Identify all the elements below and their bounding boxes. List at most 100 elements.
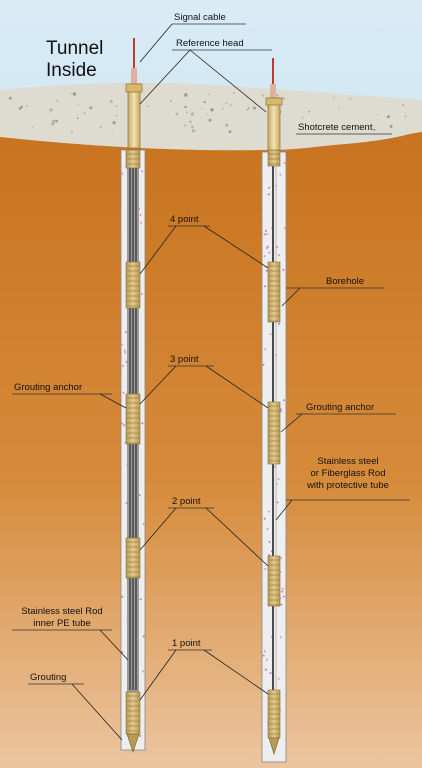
grout-dot xyxy=(279,636,282,639)
shotcrete-speck xyxy=(201,108,203,110)
point-2-leader-right xyxy=(205,507,269,567)
left-anchor-3 xyxy=(125,393,141,445)
grouting-label: Grouting xyxy=(30,672,66,683)
grout-dot xyxy=(141,170,144,173)
right-anchor-ribs xyxy=(268,153,280,735)
grout-dot xyxy=(141,422,144,425)
grout-dot xyxy=(263,233,266,236)
grout-dot xyxy=(121,343,123,346)
shotcrete-speck xyxy=(376,114,378,116)
right-anchor-4 xyxy=(267,261,281,323)
grout-dot xyxy=(269,672,272,675)
point-3-leader-left xyxy=(139,365,177,405)
borehole-leader xyxy=(281,287,301,307)
shotcrete-speck xyxy=(203,100,206,104)
grout-dot xyxy=(263,255,266,258)
label-line: with protective tube xyxy=(306,480,389,491)
shotcrete-speck xyxy=(26,105,28,108)
grout-dot xyxy=(281,588,284,590)
shotcrete-speck xyxy=(56,99,59,103)
shotcrete-cement-label: Shotcrete cement xyxy=(298,122,373,133)
point-2-leader-left xyxy=(139,507,177,551)
shotcrete-speck xyxy=(49,108,53,112)
shotcrete-speck xyxy=(301,116,304,119)
shotcrete-speck xyxy=(52,119,56,123)
shotcrete-speck xyxy=(230,104,232,106)
signal-cable-leader xyxy=(139,23,173,63)
grout-dot xyxy=(139,598,142,601)
label-line: inner PE tube xyxy=(33,618,91,629)
soil-ground xyxy=(0,130,422,768)
grout-dot xyxy=(266,658,268,661)
right-anchor-2 xyxy=(267,555,281,607)
reference-head-leader-left xyxy=(139,49,191,105)
grout-dot xyxy=(264,668,267,671)
label-line: Stainless steel Rod xyxy=(21,606,102,617)
shotcrete-speck xyxy=(8,96,12,100)
borehole-label: Borehole xyxy=(326,276,364,287)
shotcrete-speck xyxy=(191,129,196,133)
grout-dot xyxy=(278,322,281,325)
grout-dot xyxy=(262,363,265,366)
grout-dot xyxy=(282,268,285,271)
grout-dot xyxy=(123,349,126,352)
shotcrete-speck xyxy=(147,105,150,107)
label-line: Tunnel xyxy=(46,38,103,59)
left-head-body xyxy=(127,83,141,149)
grout-dot xyxy=(124,351,127,354)
point-4-leader-left xyxy=(139,225,177,275)
shotcrete-speck xyxy=(184,124,187,127)
grout-dot xyxy=(263,650,266,653)
label-line: Stainless steel xyxy=(317,456,378,467)
grout-dot xyxy=(263,517,266,520)
label-line: or Fiberglass Rod xyxy=(311,468,386,479)
grout-dot xyxy=(267,193,270,196)
grout-dot xyxy=(266,528,269,530)
shotcrete-speck xyxy=(208,118,212,122)
grout-dot xyxy=(268,186,271,189)
point-1-leader-left xyxy=(139,649,177,701)
grout-dot xyxy=(264,348,267,351)
shotcrete-speck xyxy=(175,112,179,116)
right-top-anchor xyxy=(267,149,281,167)
grout-dot xyxy=(266,245,269,248)
left-tip xyxy=(126,733,140,753)
shotcrete-speck xyxy=(76,117,79,120)
grout-dot xyxy=(121,422,123,425)
shotcrete-speck xyxy=(225,123,229,127)
grout-dot xyxy=(140,293,143,295)
left-reference-head xyxy=(125,38,143,149)
left-anchor-4 xyxy=(125,261,141,309)
grout-dot xyxy=(269,333,272,336)
shotcrete-speck xyxy=(276,93,279,97)
shotcrete-speck xyxy=(112,129,114,131)
grouting-anchor-left-label: Grouting anchor xyxy=(14,382,82,393)
shotcrete-speck xyxy=(373,128,376,131)
grout-dot xyxy=(142,635,145,638)
shotcrete-speck xyxy=(247,107,250,110)
shotcrete-speck xyxy=(308,110,310,113)
right-reference-head xyxy=(265,58,283,151)
shotcrete-speck xyxy=(186,111,188,114)
grouting-anchor-right-leader xyxy=(280,413,303,433)
grout-dot xyxy=(268,554,271,557)
grout-dot xyxy=(282,595,285,598)
shotcrete-speck xyxy=(115,114,118,117)
shotcrete-layer xyxy=(0,82,422,151)
grout-dot xyxy=(277,478,280,480)
shotcrete-speck xyxy=(184,93,188,97)
grout-dot xyxy=(140,221,142,224)
grout-dot xyxy=(123,424,126,427)
shotcrete-speck xyxy=(282,97,285,100)
grout-dot xyxy=(283,162,286,165)
shotcrete-speck xyxy=(222,108,224,110)
grout-dot xyxy=(122,391,125,394)
point-3-label: 3 point xyxy=(170,354,199,365)
shotcrete-speck xyxy=(207,93,210,95)
shotcrete-speck xyxy=(169,99,172,102)
grout-dot xyxy=(280,410,283,413)
shotcrete-speck xyxy=(246,108,248,111)
shotcrete-speck xyxy=(184,105,187,109)
shotcrete-speck xyxy=(389,124,393,128)
